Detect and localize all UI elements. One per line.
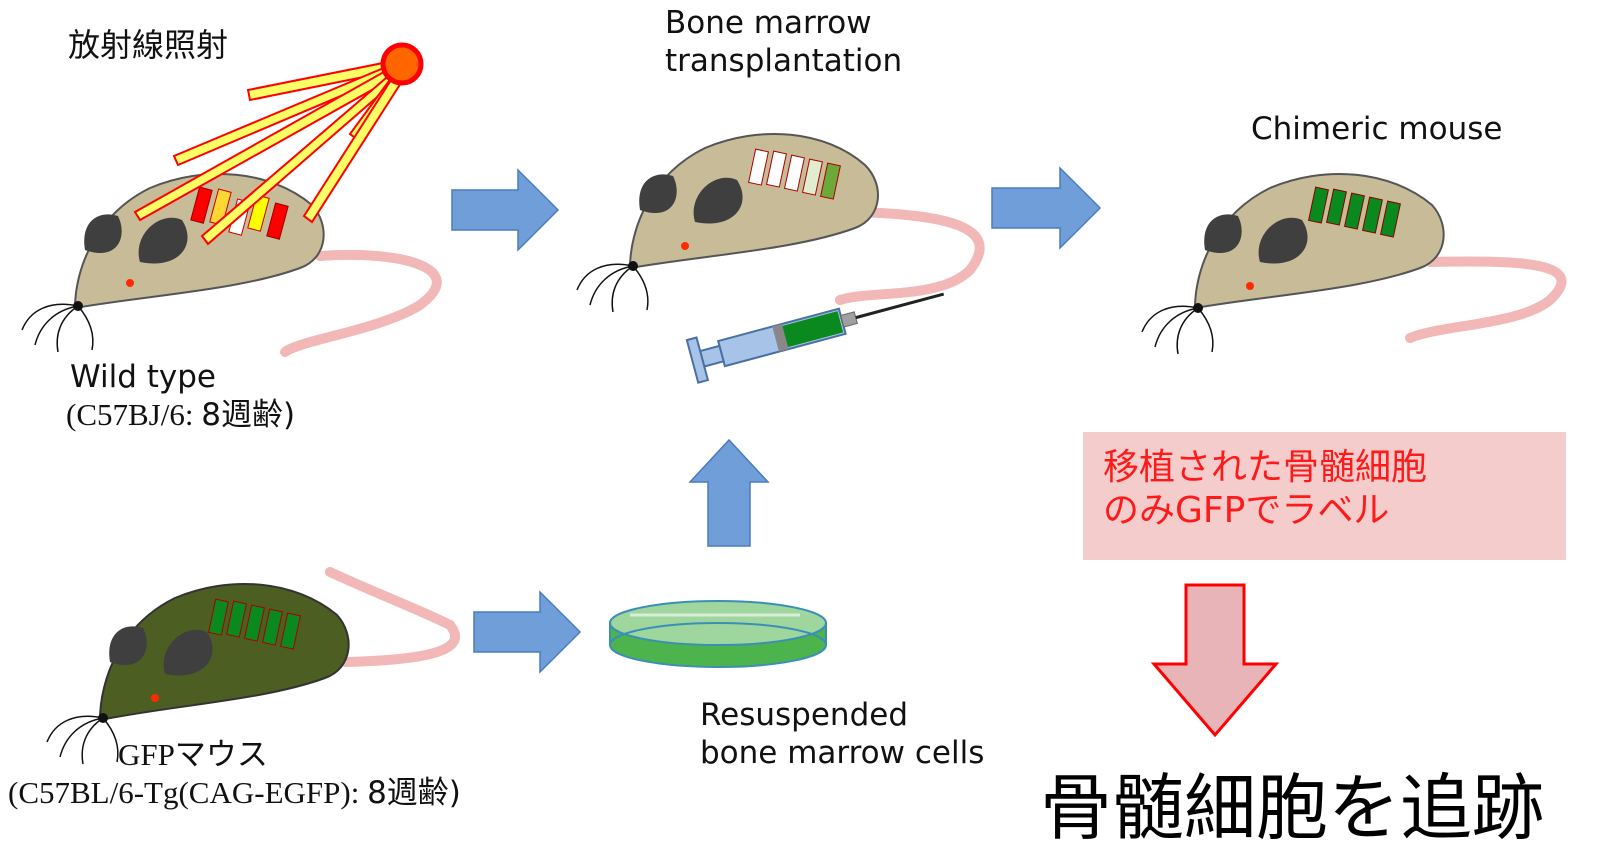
wild-type-mouse [22,174,437,352]
gfp-mouse-label-jp: マウス [175,737,268,773]
wild-type-label: Wild type [70,360,216,395]
wild-type-strain-jp: 8週齢) [201,397,295,433]
mouse-tail [285,255,437,352]
irradiation-label: 放射線照射 [68,28,228,64]
petri-dish [610,601,826,667]
wild-type-strain-en: (C57BJ/6: [66,397,201,432]
mouse-eye [126,279,134,287]
mouse-eye [681,242,689,250]
arrow-up [690,440,768,546]
transplant-label-line2: transplantation [665,44,902,79]
mouse-whiskers [577,264,648,312]
mouse-whiskers [1142,306,1213,354]
mouse-whiskers [47,716,118,764]
chimeric-mouse [1142,174,1562,354]
gfp-mouse-label: GFPマウス [118,738,268,773]
gfp-strain-jp: 8週齢) [367,775,461,811]
mouse-eye [1246,282,1254,290]
arrow-right-1 [452,170,558,250]
arrow-right-3 [474,592,580,672]
result-title: 骨髄細胞を追跡 [1040,772,1544,844]
chimeric-mouse-label: Chimeric mouse [1251,112,1502,147]
resuspended-label-line1: Resuspended [700,698,908,733]
wild-type-strain-label: (C57BJ/6: 8週齢) [66,398,295,433]
transplant-label-line1: Bone marrow [665,6,872,41]
mouse-whiskers [22,304,93,352]
arrow-down-result [1154,585,1276,735]
gfp-strain-label: (C57BL/6-Tg(CAG-EGFP): 8週齢) [8,776,461,811]
transplanted-mouse [577,134,980,312]
gfp-label-callout: 移植された骨髄細胞 のみGFPでラベル [1083,432,1566,560]
callout-line2: のみGFPでラベル [1103,489,1546,532]
arrow-right-2 [992,168,1100,248]
mouse-eye [151,694,159,702]
mouse-tail [1410,261,1562,338]
gfp-strain-en: (C57BL/6-Tg(CAG-EGFP): [8,775,367,810]
resuspended-label-line2: bone marrow cells [700,736,984,771]
callout-line1: 移植された骨髄細胞 [1103,446,1546,489]
gfp-mouse [47,572,455,764]
gfp-mouse-label-en: GFP [118,737,175,772]
